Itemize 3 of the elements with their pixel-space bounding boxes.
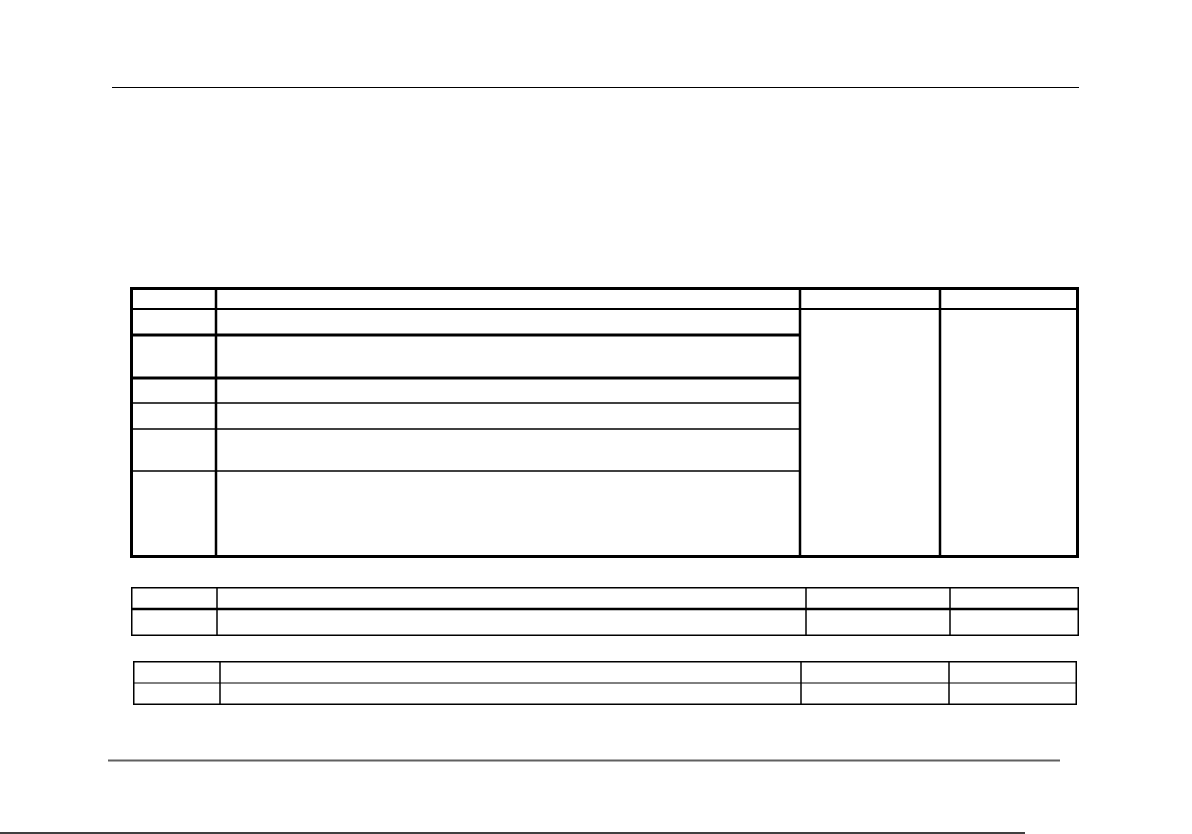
empty-table (133, 661, 1077, 705)
empty-table (130, 287, 1079, 558)
empty-table (131, 587, 1079, 636)
